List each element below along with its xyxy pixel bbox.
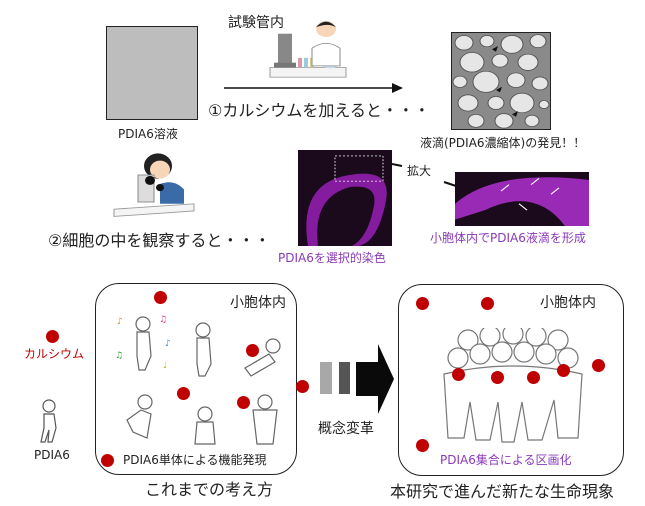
calcium-dot	[101, 454, 114, 467]
in-vitro-label: 試験管内	[228, 15, 284, 31]
individual-pdia6-figures: ♪ ♫ ♫ ♪ ♩	[115, 315, 281, 445]
svg-text:♫: ♫	[159, 315, 167, 325]
calcium-dot	[246, 344, 259, 357]
pdia6-person-icon	[40, 399, 57, 443]
calcium-dot	[557, 364, 570, 377]
calcium-dot	[237, 396, 250, 409]
droplet-discovery-label: 液滴(PDIA6濃縮体)の発見！！	[420, 136, 586, 150]
svg-text:♫: ♫	[115, 351, 123, 361]
zoom-connector-lines	[392, 163, 457, 187]
pdia6-cluster-figures	[443, 328, 583, 443]
droplet-micrograph	[451, 32, 551, 130]
transition-bar-dark	[339, 362, 350, 394]
zoom-result-label: 小胞体内でPDIA6液滴を形成	[430, 231, 586, 245]
calcium-dot	[491, 371, 504, 384]
arrow-right	[224, 83, 403, 93]
calcium-dot	[177, 387, 190, 400]
calcium-dot	[592, 359, 605, 372]
calcium-dot	[452, 368, 465, 381]
calcium-dot	[481, 297, 494, 310]
step2-text: ②細胞の中を観察すると・・・	[48, 231, 271, 250]
svg-text:♪: ♪	[165, 339, 171, 349]
transition-arrow	[356, 344, 394, 414]
zoomed-fluorescence-image	[455, 172, 589, 226]
calcium-dot	[416, 439, 429, 452]
zoom-label: 拡大	[407, 164, 432, 178]
calcium-dot-legend	[46, 330, 59, 343]
pdia6-solution-image	[106, 26, 198, 120]
scientist-illustration	[269, 20, 347, 78]
left-panel	[95, 283, 297, 475]
svg-text:♪: ♪	[117, 317, 123, 327]
researcher-microscope-illustration	[113, 153, 195, 217]
svg-text:♩: ♩	[163, 361, 167, 371]
right-panel	[398, 284, 624, 476]
right-panel-location: 小胞体内	[540, 295, 596, 311]
calcium-label: カルシウム	[24, 347, 85, 361]
transition-label: 概念変革	[318, 421, 374, 437]
left-panel-caption: PDIA6単体による機能発現	[123, 453, 267, 467]
left-panel-location: 小胞体内	[230, 295, 286, 311]
left-panel-title: これまでの考え方	[145, 480, 274, 499]
cell-fluorescence-image	[298, 150, 392, 246]
calcium-dot	[416, 297, 429, 310]
zoom-region-box	[334, 155, 384, 182]
calcium-dot	[296, 380, 309, 393]
solution-label: PDIA6溶液	[118, 127, 178, 141]
step1-text: ①カルシウムを加えると・・・	[208, 101, 430, 120]
pdia6-label: PDIA6	[34, 448, 70, 462]
transition-bar-light	[320, 362, 332, 394]
stain-label: PDIA6を選択的染色	[278, 251, 386, 265]
calcium-dot	[154, 291, 167, 304]
right-panel-title: 本研究で進んだ新たな生命現象	[390, 482, 615, 501]
right-panel-caption: PDIA6集合による区画化	[440, 453, 572, 467]
calcium-dot	[527, 371, 540, 384]
